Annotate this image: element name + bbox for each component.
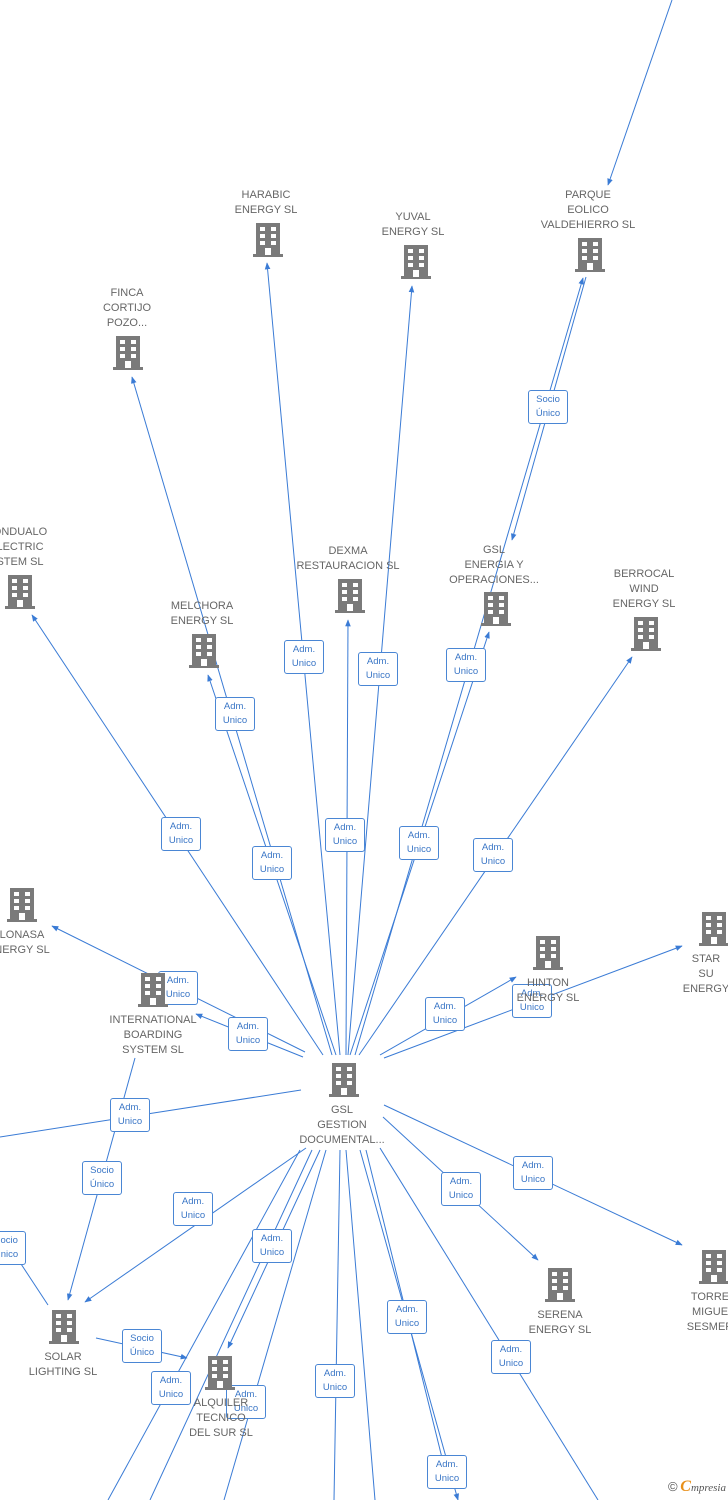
building-icon[interactable]: [5, 575, 35, 609]
building-icon[interactable]: [335, 579, 365, 613]
edge-role-badge[interactable]: Adm. Unico: [252, 1229, 292, 1263]
edge-role-badge[interactable]: Adm. Unico: [473, 838, 513, 872]
edge-role-badge[interactable]: Adm. Unico: [226, 1385, 266, 1419]
edge-role-badge[interactable]: Socio Único: [0, 1231, 26, 1265]
brand-logo-letter: C: [680, 1478, 691, 1495]
company-node-label-parque[interactable]: PARQUE EOLICO VALDEHIERRO SL: [540, 189, 636, 231]
edge-role-badge[interactable]: Adm. Unico: [151, 1371, 191, 1405]
company-node-label-yuval[interactable]: YUVAL ENERGY SL: [381, 211, 445, 238]
edge-line: [107, 1149, 301, 1500]
edge-line: [0, 1089, 302, 1138]
edge-role-badge[interactable]: Socio Único: [82, 1161, 122, 1195]
edge-role-badge[interactable]: Adm. Unico: [252, 846, 292, 880]
edge-role-badge[interactable]: Adm. Unico: [110, 1098, 150, 1132]
company-node-label-melchora[interactable]: MELCHORA ENERGY SL: [170, 600, 234, 627]
edge-line: [379, 1147, 599, 1500]
edge-role-badge[interactable]: Adm. Unico: [399, 826, 439, 860]
company-node-label-star[interactable]: STAR SU ENERGY: [682, 953, 728, 995]
edge-line: [149, 1149, 313, 1500]
company-node-label-harabic[interactable]: HARABIC ENERGY SL: [234, 189, 298, 216]
company-node-label-hinton[interactable]: HINTON ENERGY SL: [516, 977, 580, 1004]
building-icon[interactable]: [545, 1268, 575, 1302]
building-icon[interactable]: [699, 1250, 728, 1284]
edge-role-badge[interactable]: Socio Único: [122, 1329, 162, 1363]
footer-brand: © Cmpresia: [668, 1478, 726, 1496]
edge-role-badge[interactable]: Adm. Unico: [215, 697, 255, 731]
company-node-label-international[interactable]: INTERNATIONAL BOARDING SYSTEM SL: [109, 1014, 197, 1056]
edge-role-badge[interactable]: Adm. Unico: [284, 640, 324, 674]
company-node-label-torre[interactable]: TORRE MIGUE SESMER: [686, 1291, 728, 1333]
edge-role-badge[interactable]: Adm. Unico: [491, 1340, 531, 1374]
company-node-label-alquiler[interactable]: ALQUILER TECNICO DEL SUR SL: [189, 1397, 253, 1439]
edge-role-badge[interactable]: Adm. Unico: [173, 1192, 213, 1226]
edge-role-badge[interactable]: Adm. Unico: [512, 984, 552, 1018]
building-icon[interactable]: [113, 336, 143, 370]
edge-role-badge[interactable]: Adm. Unico: [387, 1300, 427, 1334]
building-icon[interactable]: [481, 592, 511, 626]
building-icon[interactable]: [7, 888, 37, 922]
building-icon[interactable]: [533, 936, 563, 970]
edge-role-badge[interactable]: Adm. Unico: [315, 1364, 355, 1398]
company-node-label-serena[interactable]: SERENA ENERGY SL: [528, 1309, 592, 1336]
copyright-symbol: ©: [667, 1479, 678, 1494]
edge-role-badge[interactable]: Adm. Unico: [325, 818, 365, 852]
building-icon[interactable]: [189, 634, 219, 668]
company-node-label-gsl-energia[interactable]: GSL ENERGIA Y OPERACIONES...: [449, 544, 539, 586]
company-node-label-center[interactable]: GSL GESTION DOCUMENTAL...: [299, 1104, 385, 1146]
edge-role-badge[interactable]: Adm. Unico: [358, 652, 398, 686]
edge-role-badge[interactable]: Adm. Unico: [441, 1172, 481, 1206]
building-icon[interactable]: [138, 973, 168, 1007]
edge-role-badge[interactable]: Socio Único: [528, 390, 568, 424]
building-icon[interactable]: [575, 238, 605, 272]
company-node-label-lonasa[interactable]: LONASA NERGY SL: [0, 929, 50, 956]
edge-line: [345, 1149, 376, 1500]
edge-role-badge[interactable]: Adm. Unico: [228, 1017, 268, 1051]
company-node-label-finca[interactable]: FINCA CORTIJO POZO...: [102, 287, 152, 329]
company-node-label-ondualo[interactable]: ONDUALO LECTRIC STEM SL: [0, 526, 48, 568]
building-icon[interactable]: [205, 1356, 235, 1390]
edge-role-badge[interactable]: Adm. Unico: [446, 648, 486, 682]
building-icon[interactable]: [329, 1063, 359, 1097]
edge-line-incoming-parque: [607, 0, 673, 186]
company-node-label-dexma[interactable]: DEXMA RESTAURACION SL: [296, 545, 400, 572]
building-icon[interactable]: [699, 912, 728, 946]
edge-line: [333, 1149, 341, 1500]
building-icon[interactable]: [631, 617, 661, 651]
building-icon[interactable]: [401, 245, 431, 279]
edge-role-badge[interactable]: Adm. Unico: [427, 1455, 467, 1489]
edge-line: [223, 1149, 327, 1500]
company-node-label-solar[interactable]: SOLAR LIGHTING SL: [28, 1351, 98, 1378]
edge-role-badge[interactable]: Adm. Unico: [161, 817, 201, 851]
edge-role-badge[interactable]: Adm. Unico: [513, 1156, 553, 1190]
company-node-label-berrocal[interactable]: BERROCAL WIND ENERGY SL: [612, 568, 676, 610]
building-icon[interactable]: [49, 1310, 79, 1344]
brand-name: mpresia: [690, 1482, 726, 1494]
building-icon[interactable]: [253, 223, 283, 257]
edge-role-badge[interactable]: Adm. Unico: [425, 997, 465, 1031]
